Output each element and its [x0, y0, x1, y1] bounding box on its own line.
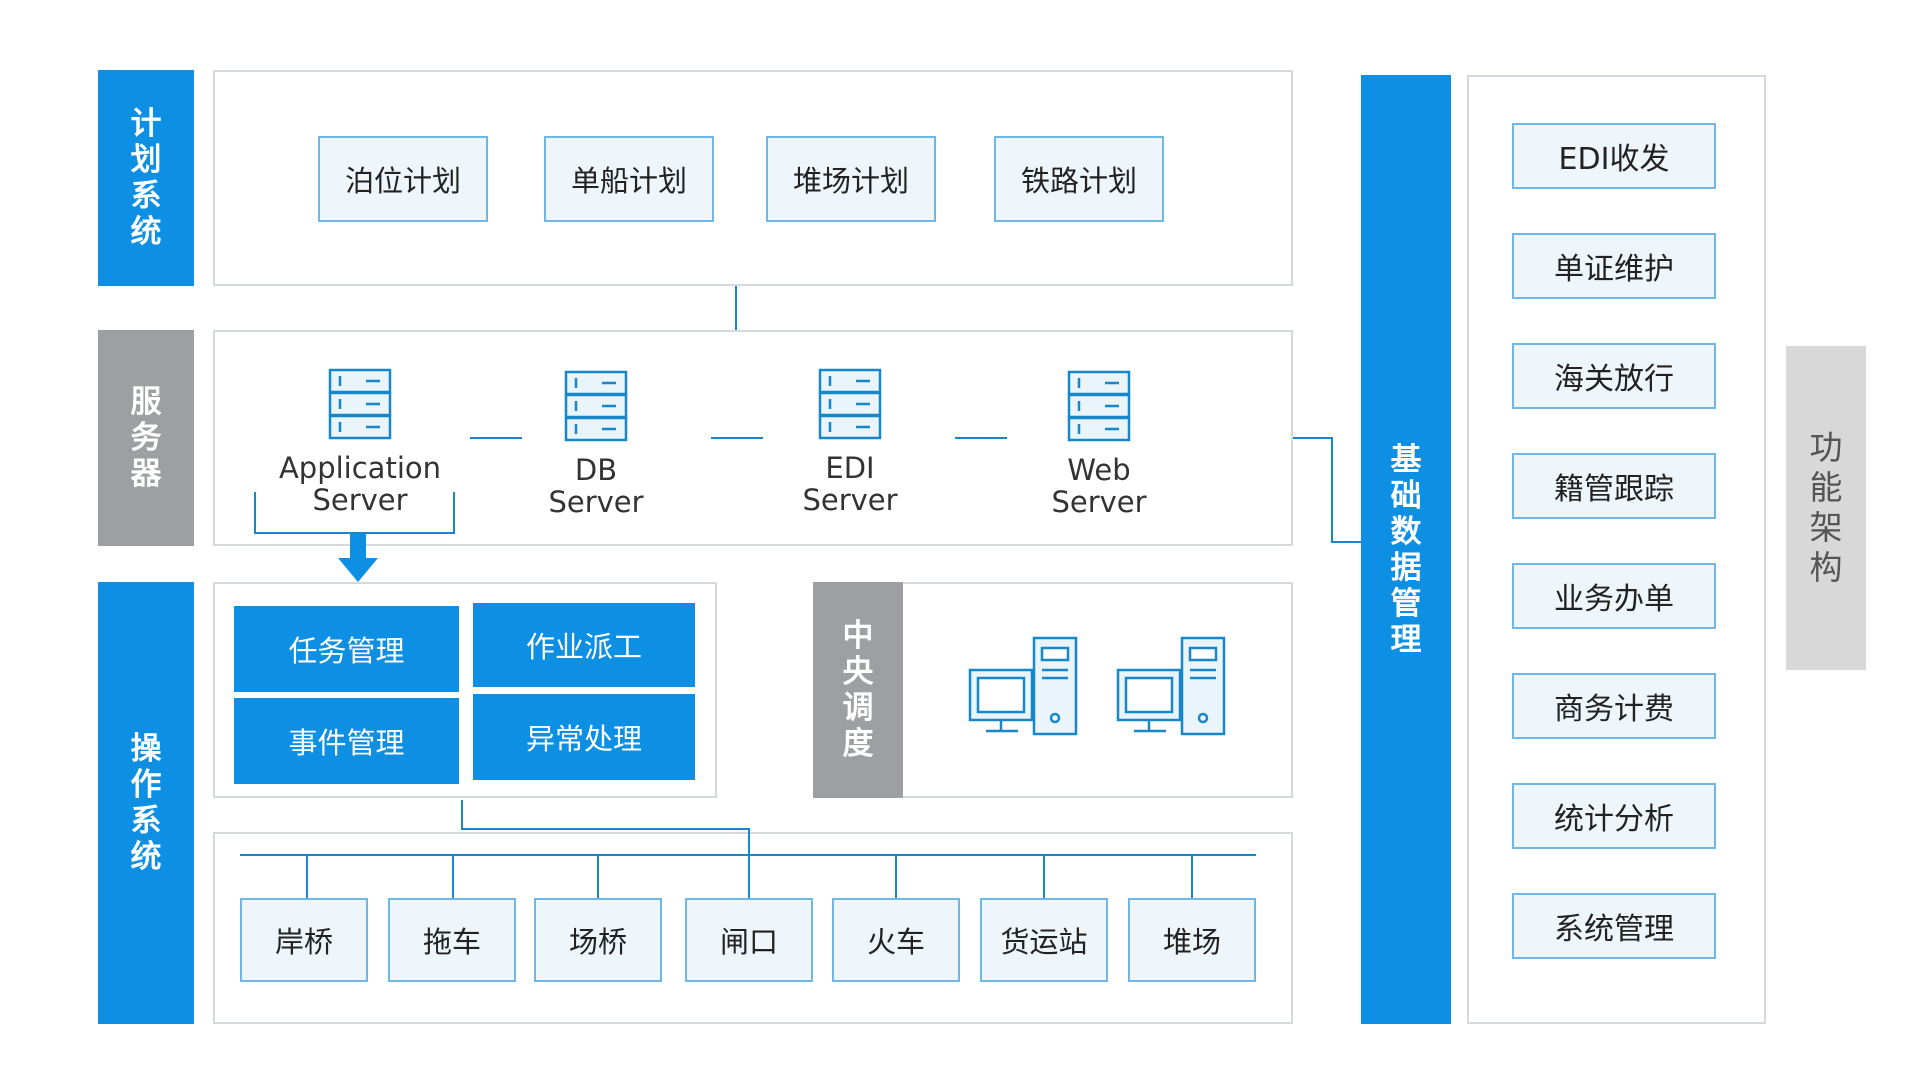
device-drop — [597, 854, 599, 898]
device-drop — [1043, 854, 1045, 898]
bracket-left — [254, 492, 256, 534]
connector-server-2 — [711, 437, 763, 439]
bracket-bottom — [254, 532, 455, 534]
device-drop — [1191, 854, 1193, 898]
server-icon — [564, 370, 628, 442]
server-icon — [818, 368, 882, 440]
device-bus — [240, 854, 1256, 856]
task-management-button[interactable]: 任务管理 — [234, 606, 459, 692]
function-item-document[interactable]: 单证维护 — [1512, 233, 1716, 299]
exception-handling-button[interactable]: 异常处理 — [473, 694, 695, 780]
device-yard-crane[interactable]: 场桥 — [534, 898, 662, 982]
device-yard[interactable]: 堆场 — [1128, 898, 1256, 982]
server-icon — [328, 368, 392, 440]
plan-system-label: 计划系统 — [98, 70, 194, 286]
base-data-char: 数 — [1390, 513, 1422, 550]
connector-server-1 — [470, 437, 522, 439]
base-data-char: 础 — [1390, 477, 1422, 514]
function-architecture-char: 功 — [1809, 428, 1843, 467]
function-item-business[interactable]: 业务办单 — [1512, 563, 1716, 629]
function-architecture-char: 架 — [1809, 508, 1843, 547]
job-dispatch-button[interactable]: 作业派工 — [473, 603, 695, 687]
device-quay-crane[interactable]: 岸桥 — [240, 898, 368, 982]
bracket-right — [453, 492, 455, 534]
base-data-char: 管 — [1390, 585, 1422, 622]
function-architecture-char: 构 — [1809, 548, 1843, 587]
operation-system-char: 操 — [130, 731, 162, 767]
function-architecture-label: 功能架构 — [1786, 346, 1866, 670]
plan-item-berth[interactable]: 泊位计划 — [318, 136, 488, 222]
central-dispatch-char: 度 — [842, 726, 874, 762]
plan-system-char: 系 — [130, 178, 162, 214]
event-management-button[interactable]: 事件管理 — [234, 698, 459, 784]
plan-system-char: 统 — [130, 214, 162, 250]
device-drop — [306, 854, 308, 898]
function-item-tracking[interactable]: 籍管跟踪 — [1512, 453, 1716, 519]
function-panel — [1467, 75, 1766, 1024]
central-dispatch-label: 中央调度 — [813, 582, 903, 798]
connector-op-horizontal — [461, 828, 750, 830]
operation-system-char: 作 — [130, 767, 162, 803]
connector-server-base-right — [1331, 541, 1361, 543]
connector-op-down — [461, 800, 463, 830]
connector-op-to-bus — [748, 828, 750, 898]
base-data-char: 基 — [1390, 441, 1422, 478]
server-label: 服务器 — [98, 330, 194, 546]
server-icon — [1067, 370, 1131, 442]
connector-server-base — [1293, 437, 1333, 439]
plan-item-vessel[interactable]: 单船计划 — [544, 136, 714, 222]
connector-server-3 — [955, 437, 1007, 439]
device-drop — [452, 854, 454, 898]
function-item-system[interactable]: 系统管理 — [1512, 893, 1716, 959]
operation-system-label: 操作系统 — [98, 582, 194, 1024]
device-drop — [895, 854, 897, 898]
device-freight-station[interactable]: 货运站 — [980, 898, 1108, 982]
plan-item-railway[interactable]: 铁路计划 — [994, 136, 1164, 222]
server-label-char: 器 — [130, 456, 162, 492]
server-label-char: 服 — [130, 384, 162, 420]
central-dispatch-char: 调 — [842, 690, 874, 726]
plan-item-yard[interactable]: 堆场计划 — [766, 136, 936, 222]
base-data-char: 据 — [1390, 549, 1422, 586]
computer-icon — [1116, 636, 1226, 736]
function-architecture-char: 能 — [1809, 468, 1843, 507]
device-train[interactable]: 火车 — [832, 898, 960, 982]
device-tractor[interactable]: 拖车 — [388, 898, 516, 982]
base-data-management-label: 基础数据管理 — [1361, 75, 1451, 1024]
server-label-char: 务 — [130, 420, 162, 456]
computer-icon — [968, 636, 1078, 736]
function-item-customs[interactable]: 海关放行 — [1512, 343, 1716, 409]
operation-system-char: 统 — [130, 839, 162, 875]
operation-system-char: 系 — [130, 803, 162, 839]
connector-plan-server — [735, 286, 737, 330]
function-item-statistics[interactable]: 统计分析 — [1512, 783, 1716, 849]
base-data-char: 理 — [1390, 621, 1422, 658]
device-gate[interactable]: 闸口 — [685, 898, 813, 982]
down-arrow-icon — [338, 534, 378, 582]
plan-system-char: 划 — [130, 142, 162, 178]
plan-system-char: 计 — [130, 106, 162, 142]
central-dispatch-char: 央 — [842, 654, 874, 690]
function-item-edi[interactable]: EDI收发 — [1512, 123, 1716, 189]
connector-server-base-down — [1331, 437, 1333, 543]
function-item-billing[interactable]: 商务计费 — [1512, 673, 1716, 739]
central-dispatch-char: 中 — [842, 618, 874, 654]
